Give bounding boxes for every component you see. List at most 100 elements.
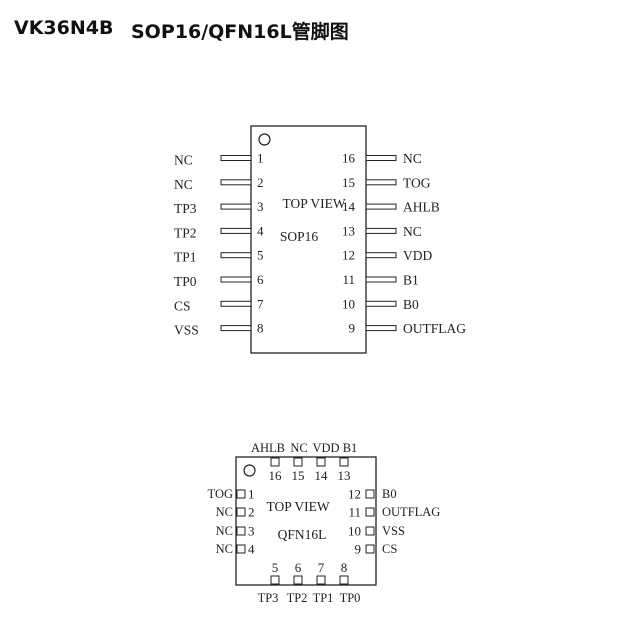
qfn16l-pad xyxy=(339,457,349,467)
qfn16l-pad xyxy=(236,507,246,517)
sop16-pin-number: 14 xyxy=(342,199,356,214)
qfn16l-pin-name: TP3 xyxy=(258,591,279,605)
qfn16l-pad xyxy=(365,489,375,499)
sop16-pin-number: 6 xyxy=(257,272,264,287)
sop16-package-label: SOP16 xyxy=(280,229,319,244)
qfn16l-package: TOP VIEW QFN16L 16AHLB15NC14VDD13B15TP36… xyxy=(208,441,441,605)
qfn16l-pad xyxy=(270,575,280,585)
qfn16l-pin-number: 1 xyxy=(248,487,255,502)
sop16-pin-number: 2 xyxy=(257,175,264,190)
sop16-pin-lead xyxy=(365,252,397,259)
qfn16l-pin-name: NC xyxy=(216,524,233,538)
qfn16l-pad xyxy=(236,526,246,536)
qfn16l-pin-name: TP2 xyxy=(287,591,308,605)
package-list: SOP16/QFN16L管脚图 xyxy=(131,21,349,43)
sop16-pin-name: AHLB xyxy=(403,200,440,215)
qfn16l-pad xyxy=(293,457,303,467)
sop16-pin-number: 8 xyxy=(257,321,264,336)
qfn16l-pin-name: NC xyxy=(290,441,307,455)
qfn16l-pin-number: 15 xyxy=(292,468,305,483)
qfn16l-pin-name: VSS xyxy=(382,524,405,538)
sop16-pin-name: NC xyxy=(174,153,193,168)
sop16-pin-name: OUTFLAG xyxy=(403,321,466,336)
qfn16l-pad xyxy=(270,457,280,467)
qfn16l-pin-number: 10 xyxy=(348,524,361,539)
qfn16l-pin-number: 16 xyxy=(269,468,283,483)
sop16-pin-number: 12 xyxy=(342,248,355,263)
qfn16l-pin-name: VDD xyxy=(312,441,339,455)
sop16-pin-number: 15 xyxy=(342,175,355,190)
qfn16l-pad xyxy=(365,526,375,536)
qfn16l-pin-name: CS xyxy=(382,542,397,556)
qfn16l-pin-name: TP1 xyxy=(313,591,334,605)
sop16-pin-name: TP0 xyxy=(174,274,197,289)
qfn16l-pin-name: B0 xyxy=(382,487,397,501)
sop16-pin-lead xyxy=(365,203,397,210)
qfn16l-pin-name: NC xyxy=(216,505,233,519)
sop16-pin-lead xyxy=(220,276,252,283)
qfn16l-pad xyxy=(339,575,349,585)
part-number: VK36N4B xyxy=(14,17,114,39)
sop16-pin-lead xyxy=(365,325,397,332)
sop16-pin-number: 11 xyxy=(342,272,355,287)
sop16-body xyxy=(250,125,367,354)
qfn16l-pin-number: 9 xyxy=(355,542,362,557)
qfn16l-pin-name: TOG xyxy=(208,487,233,501)
qfn16l-pin-number: 3 xyxy=(248,524,255,539)
sop16-pin-number: 7 xyxy=(257,296,264,311)
qfn16l-pin-name: TP0 xyxy=(340,591,361,605)
sop16-pin-number: 4 xyxy=(257,223,264,238)
qfn16l-pin-name: B1 xyxy=(343,441,358,455)
sop16-pin-lead xyxy=(220,203,252,210)
qfn16l-pad xyxy=(316,575,326,585)
sop16-pin-name: VSS xyxy=(174,323,199,338)
sop16-pin-name: VDD xyxy=(403,248,432,263)
sop16-pin-lead xyxy=(220,300,252,307)
qfn16l-pin-number: 14 xyxy=(315,468,329,483)
qfn16l-pad xyxy=(236,544,246,554)
qfn16l-pin-number: 4 xyxy=(248,542,255,557)
qfn16l-pin-number: 7 xyxy=(318,560,325,575)
qfn16l-pin-number: 5 xyxy=(272,560,279,575)
sop16-view-label: TOP VIEW xyxy=(282,196,345,211)
qfn16l-pin-number: 8 xyxy=(341,560,348,575)
sop16-pin-lead xyxy=(220,227,252,234)
qfn16l-pin-name: OUTFLAG xyxy=(382,505,440,519)
sop16-pin-name: TP3 xyxy=(174,201,197,216)
qfn16l-pin1-marker xyxy=(243,464,256,477)
sop16-pin-name: NC xyxy=(174,177,193,192)
qfn16l-pin-name: AHLB xyxy=(251,441,285,455)
sop16-pin-lead xyxy=(365,276,397,283)
sop16-pin-number: 9 xyxy=(349,321,356,336)
sop16-pin-name: TOG xyxy=(403,175,431,190)
sop16-pin-number: 3 xyxy=(257,199,264,214)
sop16-pin-lead xyxy=(365,227,397,234)
sop16-pin-name: CS xyxy=(174,298,191,313)
qfn16l-pin-number: 13 xyxy=(338,468,351,483)
sop16-pin-name: TP2 xyxy=(174,225,197,240)
sop16-pin-number: 10 xyxy=(342,296,355,311)
sop16-package: TOP VIEW SOP16 1NC2NC3TP34TP25TP16TP07CS… xyxy=(174,125,466,354)
sop16-pin-number: 5 xyxy=(257,248,264,263)
sop16-pin-lead xyxy=(220,179,252,186)
qfn16l-view-label: TOP VIEW xyxy=(266,499,329,514)
sop16-pin-lead xyxy=(365,300,397,307)
sop16-pin-name: NC xyxy=(403,224,422,239)
sop16-pin-lead xyxy=(220,325,252,332)
qfn16l-body xyxy=(235,456,377,586)
sop16-pin-number: 13 xyxy=(342,223,355,238)
qfn16l-pin-number: 6 xyxy=(295,560,302,575)
qfn16l-pin-number: 12 xyxy=(348,487,361,502)
qfn16l-pad xyxy=(365,507,375,517)
sop16-pin-lead xyxy=(220,252,252,259)
qfn16l-pad xyxy=(316,457,326,467)
sop16-pin-number: 1 xyxy=(257,151,264,166)
sop16-pin-lead xyxy=(365,179,397,186)
sop16-pin-number: 16 xyxy=(342,151,356,166)
qfn16l-package-label: QFN16L xyxy=(278,527,327,542)
sop16-pin-name: TP1 xyxy=(174,250,197,265)
sop16-pin-lead xyxy=(365,155,397,161)
sop16-pin-name: B1 xyxy=(403,273,419,288)
sop16-pin-lead xyxy=(220,155,252,161)
